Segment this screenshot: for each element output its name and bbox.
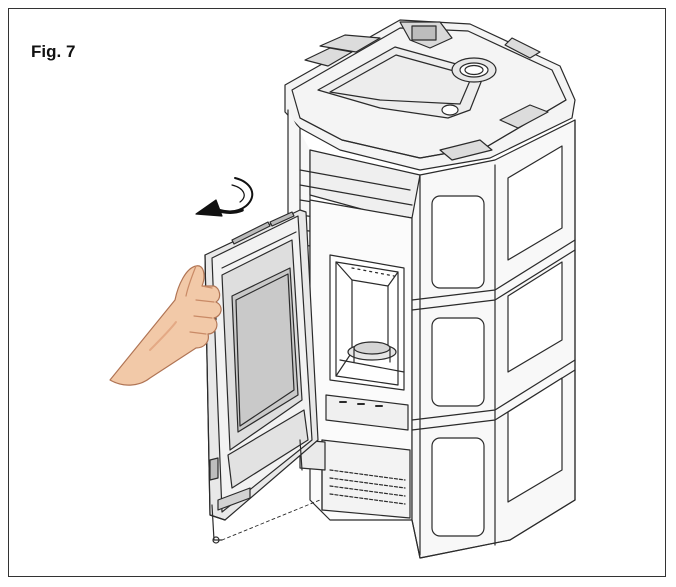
- hand-icon: [109, 265, 222, 386]
- open-door: [204, 209, 321, 544]
- curved-arrow-icon: [195, 177, 254, 217]
- figure-label: Fig. 7: [31, 42, 76, 61]
- stove-top: [284, 19, 576, 171]
- stove-side-panels: [411, 119, 576, 559]
